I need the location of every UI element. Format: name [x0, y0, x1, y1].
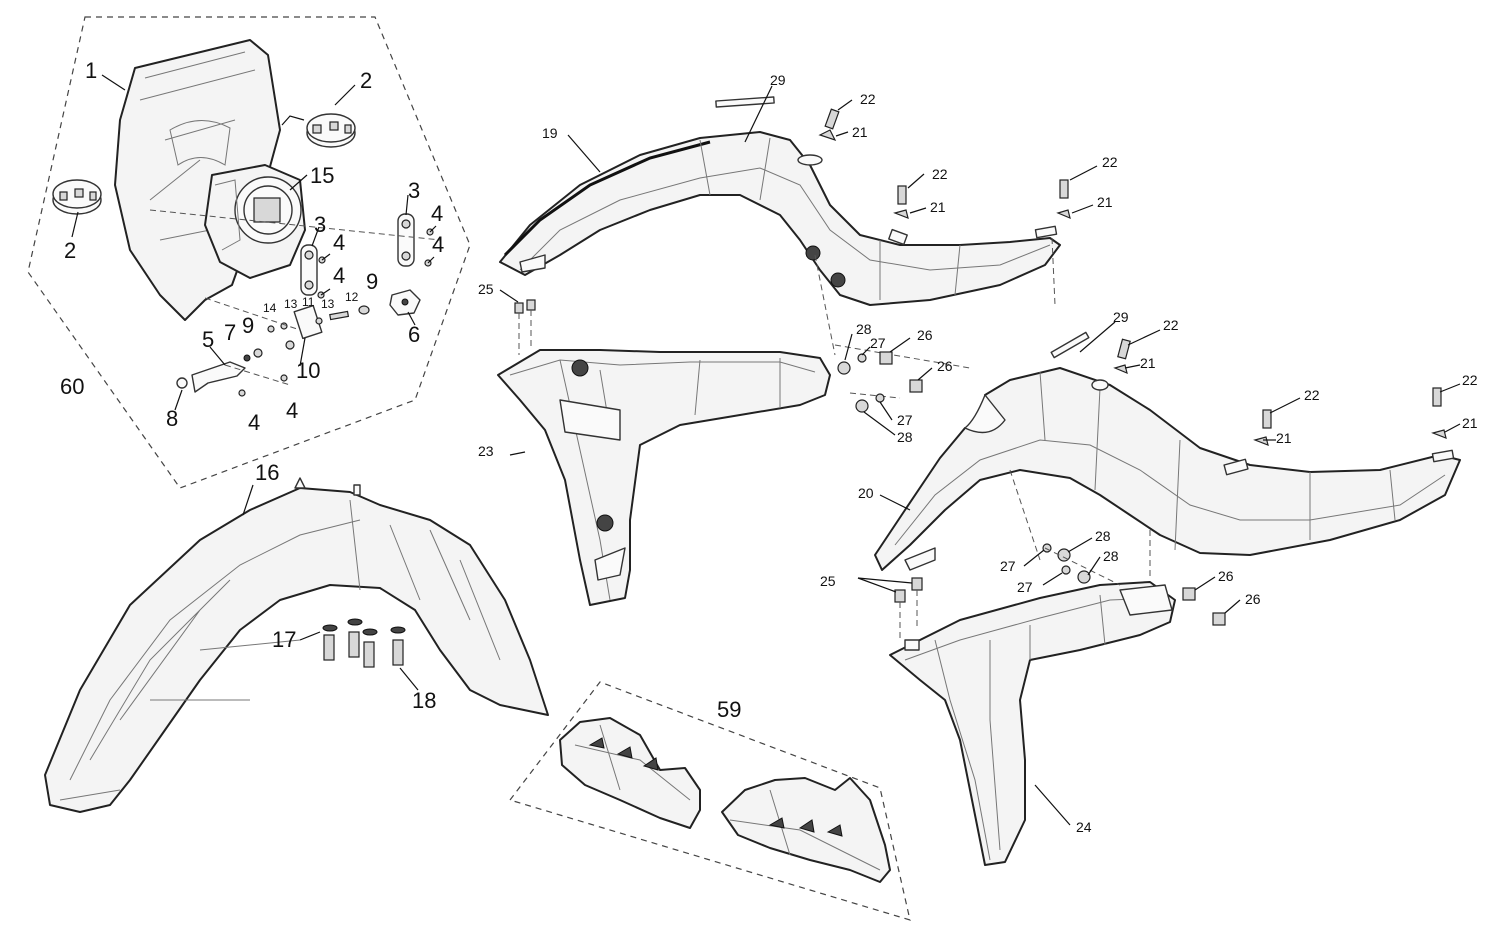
callout-4-c: 4	[333, 230, 345, 255]
callout-4-b: 4	[432, 232, 444, 257]
callout-28-d: 28	[1103, 548, 1119, 564]
callout-28-b: 28	[897, 429, 913, 445]
handguard-group: 59	[508, 681, 911, 921]
side-panel-left: 23 25 28 27 26 26 27 28	[478, 281, 953, 606]
callout-15: 15	[310, 163, 334, 188]
callout-4-f: 4	[286, 398, 298, 423]
group-60-outline	[27, 16, 471, 489]
callout-11: 11	[302, 295, 315, 309]
callout-4-e: 4	[248, 410, 260, 435]
callout-9-left: 9	[242, 313, 254, 338]
callout-12: 12	[345, 290, 359, 304]
callout-22-a: 22	[860, 91, 876, 107]
callout-22-f: 22	[1462, 372, 1478, 388]
callout-4-a: 4	[431, 201, 443, 226]
callout-22-b: 22	[932, 166, 948, 182]
callout-27-d: 27	[1017, 579, 1033, 595]
callout-29-lower: 29	[1113, 309, 1129, 325]
callout-13-a: 13	[284, 297, 298, 311]
callout-16: 16	[255, 460, 279, 485]
callout-25-lower: 25	[820, 573, 836, 589]
screws-part-4	[238, 225, 437, 397]
callout-21-c: 21	[1097, 194, 1113, 210]
callout-4-d: 4	[333, 263, 345, 288]
callout-26-b: 26	[937, 358, 953, 374]
callout-6: 6	[408, 322, 420, 347]
callout-21-a: 21	[852, 124, 868, 140]
clamp-left	[52, 179, 102, 215]
handguard-left	[559, 717, 701, 829]
mounting-hardware	[176, 289, 421, 393]
callout-18: 18	[412, 688, 436, 713]
callout-21-d: 21	[1140, 355, 1156, 371]
callout-22-c: 22	[1102, 154, 1118, 170]
callout-28-a: 28	[856, 321, 872, 337]
callout-25-upper: 25	[478, 281, 494, 297]
callout-14: 14	[263, 301, 277, 315]
headlight-assembly-group: 1 2 2 15 3 3 4 4 4 4 4 4 9 9 12 13 11 13…	[27, 16, 471, 489]
callout-1: 1	[85, 58, 97, 83]
callout-24: 24	[1076, 819, 1092, 835]
shroud-upper-left: 19 29 22 21 22 21 22 21	[499, 72, 1118, 399]
front-fender: 16 17 18	[44, 460, 549, 813]
callout-21-f: 21	[1462, 415, 1478, 431]
callout-5: 5	[202, 327, 214, 352]
callout-22-d: 22	[1163, 317, 1179, 333]
shroud-upper-right: 29 22 21 22 21 22 21 20	[858, 309, 1478, 580]
callout-13-b: 13	[321, 297, 335, 311]
callout-8: 8	[166, 406, 178, 431]
fender-bolts	[322, 618, 406, 668]
callout-10: 10	[296, 358, 320, 383]
callout-59: 59	[717, 697, 741, 722]
callout-20: 20	[858, 485, 874, 501]
callout-3-lower: 3	[314, 212, 326, 237]
callout-3-upper: 3	[408, 178, 420, 203]
callout-26-c: 26	[1218, 568, 1234, 584]
handguard-right	[721, 777, 891, 883]
side-panel-right: 24 25 27 27 28 28 26 26	[820, 528, 1261, 866]
bracket-lower	[300, 244, 318, 296]
callout-60: 60	[60, 374, 84, 399]
callout-7: 7	[224, 320, 236, 345]
headlight-unit	[204, 164, 306, 279]
callout-21-e: 21	[1276, 430, 1292, 446]
bracket-upper	[397, 213, 415, 267]
callout-17: 17	[272, 627, 296, 652]
callout-26-d: 26	[1245, 591, 1261, 607]
clamp-right	[281, 113, 356, 148]
callout-26-a: 26	[917, 327, 933, 343]
callout-9-right: 9	[366, 269, 378, 294]
callout-23: 23	[478, 443, 494, 459]
callout-27-b: 27	[897, 412, 913, 428]
callout-27-a: 27	[870, 335, 886, 351]
callout-21-b: 21	[930, 199, 946, 215]
callout-2-right: 2	[360, 68, 372, 93]
callout-28-c: 28	[1095, 528, 1111, 544]
callout-22-e: 22	[1304, 387, 1320, 403]
callout-2-left: 2	[64, 238, 76, 263]
callout-19: 19	[542, 125, 558, 141]
callout-29-upper: 29	[770, 72, 786, 88]
callout-27-c: 27	[1000, 558, 1016, 574]
